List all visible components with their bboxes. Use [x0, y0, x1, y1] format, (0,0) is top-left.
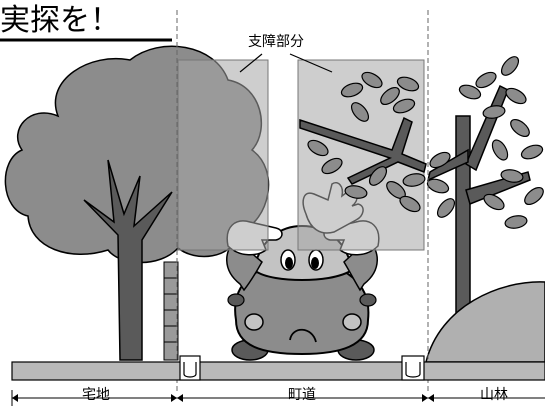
overhanging-branch: [299, 71, 427, 213]
hillside: [425, 281, 545, 363]
callout-leader-left: [239, 53, 263, 73]
ground-section: [11, 355, 545, 381]
right-tree: [426, 56, 544, 347]
right-tree-leaves: [426, 56, 544, 229]
obstruction-zone-left: [177, 59, 269, 251]
heading-fragment: 実探を！: [0, 3, 120, 38]
brick-wall: [163, 261, 179, 361]
zone-label-forest: 山林: [480, 387, 508, 403]
dimension-line: [11, 390, 545, 406]
zone-label-town-road: 町道: [288, 387, 316, 403]
obstruction-callout-label: 支障部分: [248, 34, 304, 50]
zone-label-residential: 宅地: [82, 387, 110, 403]
gutter-right: [401, 355, 425, 381]
callout-leader-right: [289, 53, 333, 73]
left-tree-trunk: [83, 159, 173, 361]
gutter-left: [179, 355, 201, 381]
